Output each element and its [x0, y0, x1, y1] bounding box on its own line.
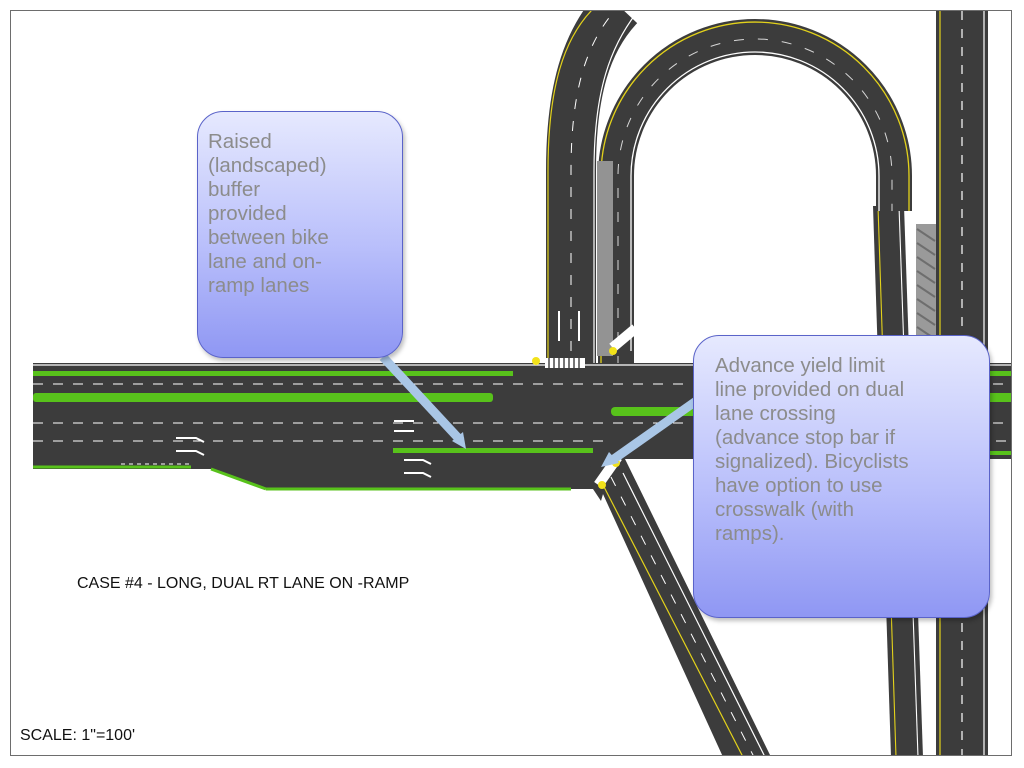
case-title: CASE #4 - LONG, DUAL RT LANE ON -RAMP [77, 575, 410, 592]
on-ramp [33, 448, 613, 501]
loop-ramp [598, 19, 912, 366]
north-ramp [546, 11, 639, 366]
ramp-median [597, 161, 613, 356]
scale-label: SCALE: 1"=100' [20, 727, 136, 744]
buffer-callout: Raised (landscaped) buffer provided betw… [197, 111, 403, 358]
yield-line-callout: Advance yield limit line provided on dua… [693, 335, 990, 618]
callout-pointers [379, 353, 702, 467]
on-ramp-south [587, 459, 771, 755]
diagram-frame: Raised (landscaped) buffer provided betw… [10, 10, 1012, 756]
pavement-arrows [176, 311, 580, 478]
hatched-gore [916, 224, 936, 346]
